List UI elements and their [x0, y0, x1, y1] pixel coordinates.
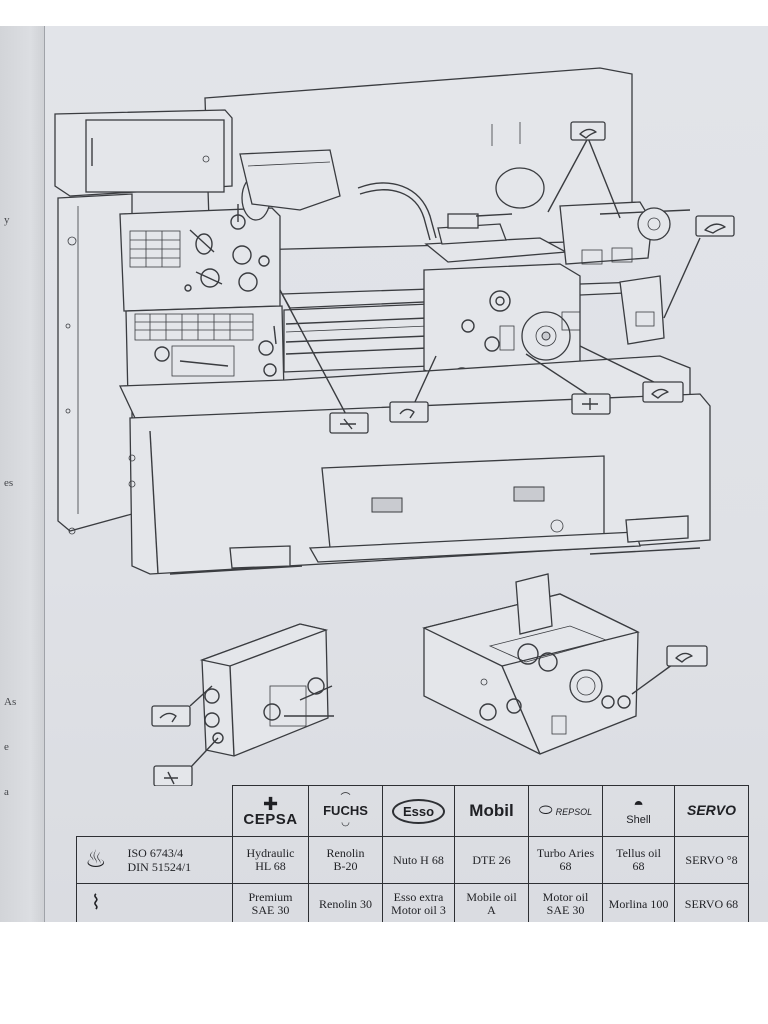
- lubrication-callouts: [279, 121, 735, 434]
- product-cell: SERVO °8: [674, 836, 749, 884]
- oiler-callout-tag: [695, 215, 735, 237]
- brand-name: Shell: [626, 814, 651, 826]
- cepsa-cross-logo-icon: ✚: [262, 794, 279, 814]
- oil-can-icon: [651, 388, 669, 399]
- spec-standard: DIN 51524/1: [127, 860, 192, 874]
- headstock-door: [85, 119, 225, 193]
- brand-name: FUCHS: [323, 803, 368, 818]
- chuck-guard: [239, 149, 341, 211]
- tailstock-handwheel: [637, 207, 671, 241]
- apron-detail-view: [422, 573, 708, 755]
- oiler-icon: [704, 223, 726, 234]
- brand-name: CEPSA: [243, 811, 298, 828]
- door-handle: [371, 497, 403, 513]
- brand-cell-mobil: Mobil: [454, 785, 529, 837]
- oil-can-icon: [159, 712, 177, 723]
- gearbox-detail-view: [151, 623, 334, 786]
- brand-cell-repsol: ⬭ REPSOL: [528, 785, 603, 837]
- margin-fragment: As: [4, 696, 17, 708]
- brand-name: SERVO: [686, 802, 736, 818]
- brand-header-row: ✚ CEPSA ⌒ FUCHS ◡ Esso Mobil ⬭ REPSOL ◓ …: [76, 785, 749, 837]
- product-cell: Nuto H 68: [382, 836, 455, 884]
- apron-bracket: [515, 573, 553, 635]
- brand-cell-shell: ◓ Shell: [602, 785, 675, 837]
- oil-can-icon: ♨: [85, 846, 107, 873]
- drip-icon: [582, 398, 598, 410]
- tailstock: [559, 201, 653, 265]
- margin-fragment: y: [4, 214, 10, 226]
- coolant-hose: [357, 182, 437, 239]
- brand-cell-cepsa: ✚ CEPSA: [232, 785, 309, 837]
- margin-fragment: a: [4, 786, 9, 798]
- fuchs-arc-logo-icon: ⌒: [340, 793, 351, 804]
- product-cell: SERVO 68: [674, 883, 749, 922]
- brand-name: REPSOL: [555, 806, 593, 817]
- adjacent-page-edge: y es As e a: [0, 26, 45, 922]
- gearbox-grille: [134, 313, 254, 341]
- spec-cell: ⌇: [76, 883, 233, 922]
- lube-point-callout-tag: [642, 381, 684, 403]
- brand-cell-servo: SERVO: [674, 785, 749, 837]
- product-cell: Renolin 30: [308, 883, 383, 922]
- oiler-icon: ⌇: [91, 891, 101, 914]
- base-foot: [229, 545, 291, 569]
- oiler-callout-tag: [570, 121, 606, 141]
- lubricant-equivalents-table: ✚ CEPSA ⌒ FUCHS ◡ Esso Mobil ⬭ REPSOL ◓ …: [76, 785, 749, 922]
- margin-fragment: e: [4, 741, 9, 753]
- spec-standard: ISO 6743/4: [127, 846, 184, 860]
- lube-point-callout-tag: [389, 401, 429, 423]
- product-cell: Morlina 100: [602, 883, 675, 922]
- door-handle: [513, 486, 545, 502]
- oiler-callout-tag: [666, 645, 708, 667]
- repsol-drop-logo-icon: ⬭: [538, 801, 553, 819]
- brand-name: Mobil: [469, 800, 514, 820]
- oiler-icon: [675, 652, 693, 663]
- left-pedestal: [57, 193, 133, 532]
- drip-callout-tag: [153, 765, 193, 786]
- oil-can-icon: [399, 408, 415, 419]
- brand-cell-fuchs: ⌒ FUCHS ◡: [308, 785, 383, 837]
- photographed-manual-page: y es As e a: [0, 26, 768, 922]
- tool-post: [447, 213, 479, 229]
- leadscrew-end-cover: [619, 275, 665, 345]
- shell-pecten-logo-icon: ◓: [633, 794, 644, 814]
- base-rail: [308, 531, 641, 563]
- feed-selector-plate: [171, 345, 235, 377]
- drip-icon: [340, 418, 356, 430]
- oiler-icon: [579, 128, 597, 139]
- margin-fragment: es: [4, 477, 14, 489]
- spec-cell: ♨ ISO 6743/4 DIN 51524/1: [76, 836, 233, 884]
- chip-guard-cylinder: [495, 167, 545, 209]
- product-cell: DTE 26: [454, 836, 529, 884]
- headstock-box: [119, 207, 281, 312]
- empty-corner-cell: [76, 785, 233, 837]
- apron-bore: [569, 669, 603, 703]
- lathe-lubrication-diagram: [54, 67, 735, 786]
- lathe-main-view: [54, 67, 711, 575]
- brand-cell-esso: Esso: [382, 785, 455, 837]
- compound-rest: [437, 223, 507, 245]
- cabinet-door: [321, 455, 605, 549]
- esso-oval-logo-icon: Esso: [391, 798, 446, 824]
- drip-icon: [164, 771, 178, 785]
- base-foot: [625, 515, 689, 543]
- oil-can-callout-tag: [151, 705, 191, 727]
- lube-point-callout-tag: [329, 412, 369, 434]
